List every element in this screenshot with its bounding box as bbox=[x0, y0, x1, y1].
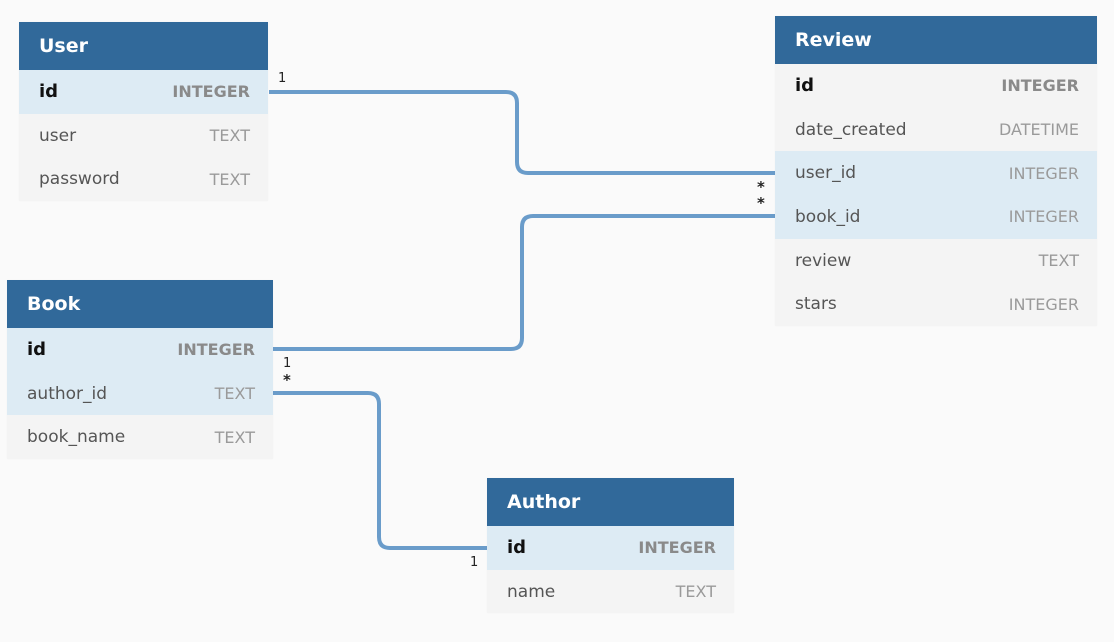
field-name: password bbox=[39, 169, 120, 190]
review-table[interactable]: Review id INTEGER date_created DATETIME … bbox=[775, 16, 1097, 327]
field-type: INTEGER bbox=[1008, 207, 1079, 227]
field-name: book_name bbox=[27, 427, 126, 448]
user-field-id[interactable]: id INTEGER bbox=[19, 70, 268, 114]
connector-user-review bbox=[269, 90, 776, 175]
user-field-password[interactable]: password TEXT bbox=[19, 157, 268, 202]
book-field-book-name[interactable]: book_name TEXT bbox=[7, 415, 273, 460]
author-table-title: Author bbox=[487, 478, 734, 526]
field-name: id bbox=[507, 537, 527, 559]
book-field-author-id[interactable]: author_id TEXT bbox=[7, 371, 273, 416]
field-name: name bbox=[507, 581, 556, 602]
review-field-book-id[interactable]: book_id INTEGER bbox=[775, 195, 1097, 239]
field-type: INTEGER bbox=[1001, 76, 1079, 96]
field-type: INTEGER bbox=[1008, 294, 1079, 314]
field-name: review bbox=[795, 250, 852, 271]
field-type: DATETIME bbox=[998, 120, 1079, 140]
field-type: TEXT bbox=[209, 169, 250, 189]
review-field-user-id[interactable]: user_id INTEGER bbox=[775, 151, 1097, 196]
field-type: TEXT bbox=[209, 126, 250, 146]
field-name: user bbox=[39, 125, 77, 146]
cardinality-review-user-many: * bbox=[757, 178, 765, 196]
review-table-title: Review bbox=[775, 16, 1097, 64]
cardinality-book-one: 1 bbox=[283, 356, 292, 371]
field-name: book_id bbox=[795, 206, 861, 227]
field-type: TEXT bbox=[675, 582, 716, 602]
cardinality-book-author-many: * bbox=[283, 371, 291, 389]
field-name: date_created bbox=[795, 119, 907, 140]
cardinality-review-book-many: * bbox=[757, 194, 765, 212]
field-type: TEXT bbox=[214, 384, 255, 404]
cardinality-author-one: 1 bbox=[470, 555, 479, 570]
book-table-title: Book bbox=[7, 280, 273, 328]
review-field-id[interactable]: id INTEGER bbox=[775, 64, 1097, 108]
user-table-title: User bbox=[19, 22, 268, 70]
field-type: TEXT bbox=[214, 427, 255, 447]
field-name: id bbox=[39, 81, 59, 103]
field-name: stars bbox=[795, 294, 837, 315]
book-table[interactable]: Book id INTEGER author_id TEXT book_name… bbox=[7, 280, 273, 460]
author-field-id[interactable]: id INTEGER bbox=[487, 526, 734, 570]
book-field-id[interactable]: id INTEGER bbox=[7, 328, 273, 372]
field-type: TEXT bbox=[1038, 251, 1079, 271]
user-field-user[interactable]: user TEXT bbox=[19, 113, 268, 158]
field-type: INTEGER bbox=[177, 340, 255, 360]
field-type: INTEGER bbox=[172, 82, 250, 102]
field-type: INTEGER bbox=[638, 538, 716, 558]
connector-author-book bbox=[273, 391, 488, 550]
field-name: id bbox=[27, 339, 47, 361]
field-name: id bbox=[795, 75, 815, 97]
author-field-name[interactable]: name TEXT bbox=[487, 569, 734, 614]
user-table[interactable]: User id INTEGER user TEXT password TEXT bbox=[19, 22, 268, 202]
cardinality-user-one: 1 bbox=[278, 71, 287, 86]
author-table[interactable]: Author id INTEGER name TEXT bbox=[487, 478, 734, 614]
field-name: author_id bbox=[27, 383, 108, 404]
connector-book-review bbox=[273, 214, 776, 351]
field-type: INTEGER bbox=[1008, 163, 1079, 183]
review-field-review[interactable]: review TEXT bbox=[775, 238, 1097, 283]
review-field-stars[interactable]: stars INTEGER bbox=[775, 282, 1097, 327]
review-field-date-created[interactable]: date_created DATETIME bbox=[775, 107, 1097, 152]
field-name: user_id bbox=[795, 163, 857, 184]
